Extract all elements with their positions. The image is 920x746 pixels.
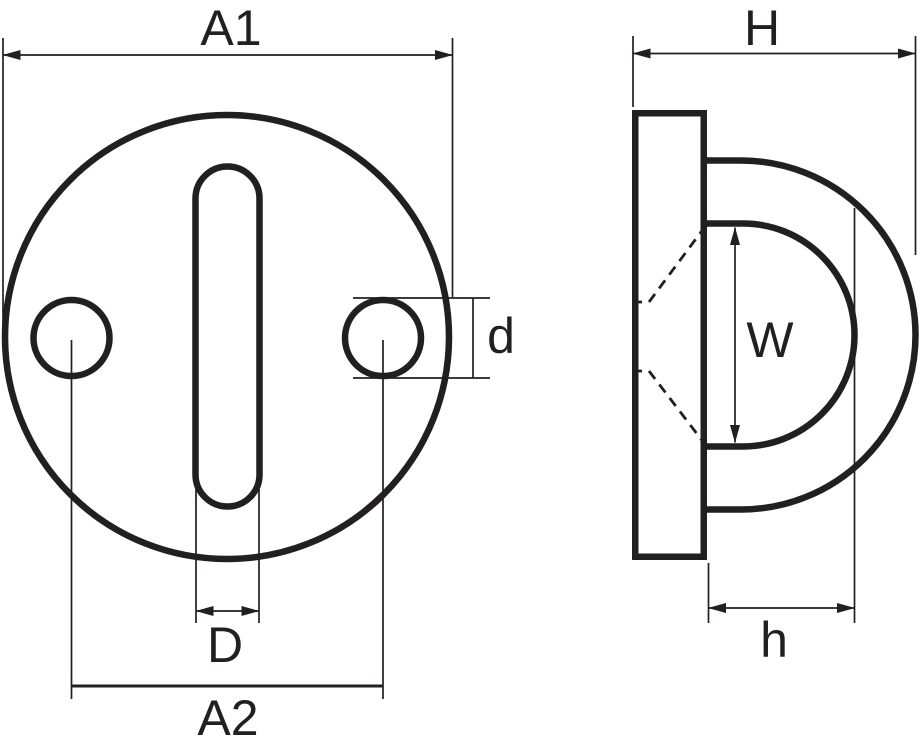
- plate-edge-profile: [632, 110, 707, 560]
- dimension-h-loop: h: [707, 208, 856, 668]
- side-view: H W h: [632, 0, 919, 668]
- w-label: W: [746, 312, 794, 368]
- hidden-line-bottom: [632, 369, 706, 444]
- dimension-a2: A2: [70, 340, 384, 746]
- d-label: d: [487, 308, 515, 364]
- hidden-line-top: [632, 227, 706, 304]
- dimension-slot-width: D: [195, 478, 260, 673]
- a2-label: A2: [197, 690, 258, 746]
- slot-width-label: D: [207, 617, 243, 673]
- round-plate-outline: [1, 111, 453, 563]
- a1-label: A1: [200, 0, 261, 56]
- dimension-w: W: [730, 227, 794, 443]
- slot-cutout: [192, 163, 263, 510]
- loop-outer-edge: [707, 157, 919, 513]
- front-view: A1 d D A2: [1, 0, 515, 746]
- dimension-a1: A1: [2, 0, 454, 331]
- dimension-d: d: [353, 297, 515, 379]
- dimension-h-total: H: [632, 0, 917, 255]
- h-total-label: H: [744, 0, 780, 56]
- h-loop-label: h: [760, 612, 788, 668]
